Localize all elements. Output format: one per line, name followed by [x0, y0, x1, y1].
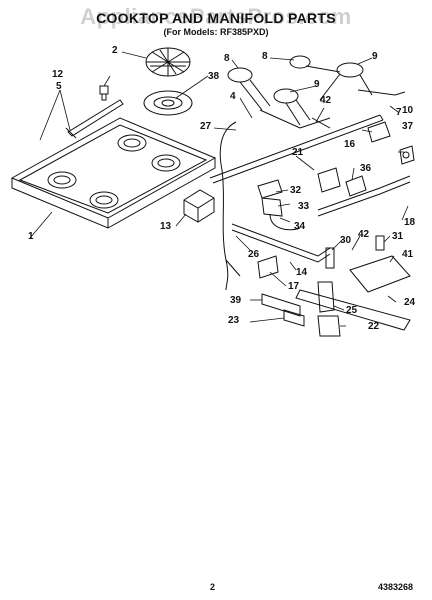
burner-heads	[227, 55, 373, 126]
watermark-text: AppliancePartsPros.com	[80, 4, 352, 29]
callout-9-b: 9	[314, 79, 320, 90]
callout-17: 17	[288, 281, 300, 292]
callout-5: 5	[56, 81, 62, 92]
document-number: 4383268	[378, 582, 414, 592]
callout-26: 26	[248, 249, 260, 260]
igniter-wiring	[261, 167, 341, 231]
callout-18: 18	[404, 217, 416, 228]
callout-42-b: 42	[358, 229, 370, 240]
callout-8-b: 8	[262, 51, 268, 62]
callout-1: 1	[28, 231, 34, 242]
trim-strips	[65, 99, 124, 139]
orifice-parts	[257, 235, 385, 279]
callout-38: 38	[208, 71, 220, 82]
valve-assembly	[367, 121, 415, 165]
burner-grate	[145, 47, 191, 77]
control-knob	[99, 85, 109, 101]
gas-supply-tube	[219, 121, 241, 291]
callout-39: 39	[230, 295, 242, 306]
callout-32: 32	[290, 185, 302, 196]
callout-33: 33	[298, 201, 310, 212]
callout-42-a: 42	[320, 95, 332, 106]
leader-lines	[29, 51, 409, 327]
callout-13: 13	[160, 221, 172, 232]
callout-31: 31	[392, 231, 404, 242]
diagram-subtitle: (For Models: RF385PXD)	[163, 27, 269, 37]
cooktop-panel	[10, 117, 217, 229]
callout-30: 30	[340, 235, 352, 246]
callout-10: 10	[402, 105, 414, 116]
callout-21: 21	[292, 147, 304, 158]
lower-assembly	[261, 281, 411, 337]
page-number: 2	[210, 582, 216, 592]
callout-4: 4	[230, 91, 236, 102]
mounting-brackets	[257, 175, 367, 199]
pressure-regulator	[183, 189, 215, 223]
callout-25: 25	[346, 305, 358, 316]
callout-34: 34	[294, 221, 306, 232]
burner-tubes	[259, 89, 406, 129]
callout-27: 27	[200, 121, 212, 132]
callout-37: 37	[402, 121, 414, 132]
callout-2: 2	[112, 45, 118, 56]
callout-14: 14	[296, 267, 308, 278]
diagram-title: COOKTOP AND MANIFOLD PARTS	[96, 10, 336, 26]
heat-shield	[349, 255, 411, 293]
callout-7: 7	[396, 107, 402, 118]
callout-24: 24	[404, 297, 416, 308]
callout-16: 16	[344, 139, 356, 150]
callout-36: 36	[360, 163, 372, 174]
callout-23: 23	[228, 315, 240, 326]
callout-12: 12	[52, 69, 64, 80]
manifold-pipe	[209, 114, 384, 184]
callout-9-a: 9	[372, 51, 378, 62]
callout-22: 22	[368, 321, 380, 332]
drip-bowl	[143, 90, 193, 116]
callout-41: 41	[402, 249, 414, 260]
callout-8-a: 8	[224, 53, 230, 64]
